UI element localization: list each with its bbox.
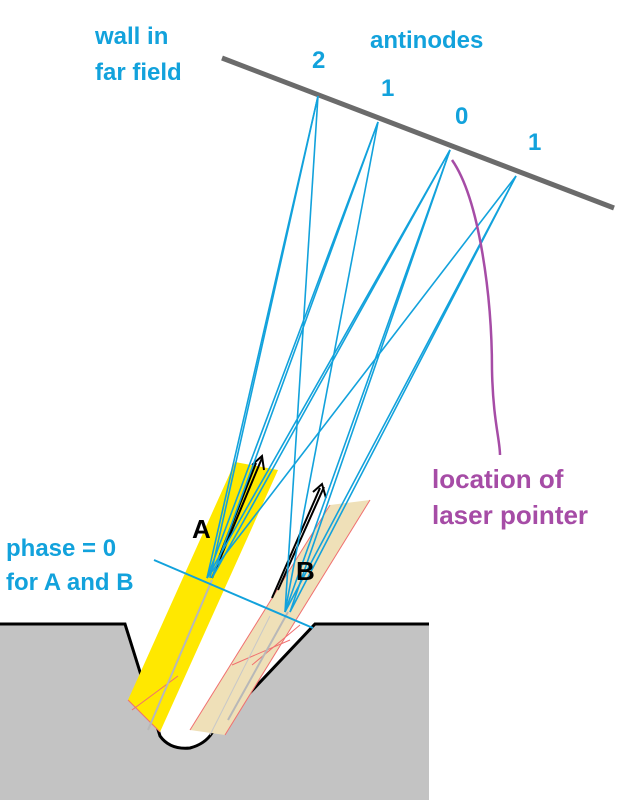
antinodes-label: antinodes (370, 27, 483, 54)
phase-line (153, 559, 314, 629)
slit-a-strip (128, 462, 278, 732)
incoming-beam-a (147, 579, 213, 731)
far-field-wall (221, 55, 615, 211)
wall-label-line1: wall in (94, 23, 168, 50)
incoming-beam-b2 (209, 615, 271, 736)
antinode-1-right-label: 1 (528, 129, 541, 156)
slit-b-strip (190, 500, 370, 735)
incoming-beam-b (227, 611, 289, 721)
slit-b-edge-right (224, 499, 371, 736)
phase-label-line1: phase = 0 (6, 535, 116, 562)
slit-b-cross (231, 639, 291, 666)
slit-b-cross-2 (251, 624, 301, 666)
laser-label-line2: laser pointer (432, 500, 588, 530)
source-b-label: B (296, 556, 315, 586)
laser-pointer-curve (450, 159, 502, 456)
antinode-1-left-label: 1 (381, 75, 394, 102)
rays (206, 95, 517, 613)
laser-label-line1: location of (432, 464, 564, 494)
slit-a-edge (127, 699, 161, 733)
antinode-0-label: 0 (455, 103, 468, 130)
wall-label-line2: far field (95, 59, 182, 86)
antinode-2-label: 2 (312, 47, 325, 74)
phase-label-line2: for A and B (6, 569, 134, 596)
arrow-b (271, 482, 327, 599)
slit-b-edge-left (189, 504, 331, 731)
groove-outline (0, 622, 429, 750)
ground (0, 624, 429, 800)
slit-a-cross (131, 675, 179, 711)
source-a-label: A (192, 514, 211, 544)
